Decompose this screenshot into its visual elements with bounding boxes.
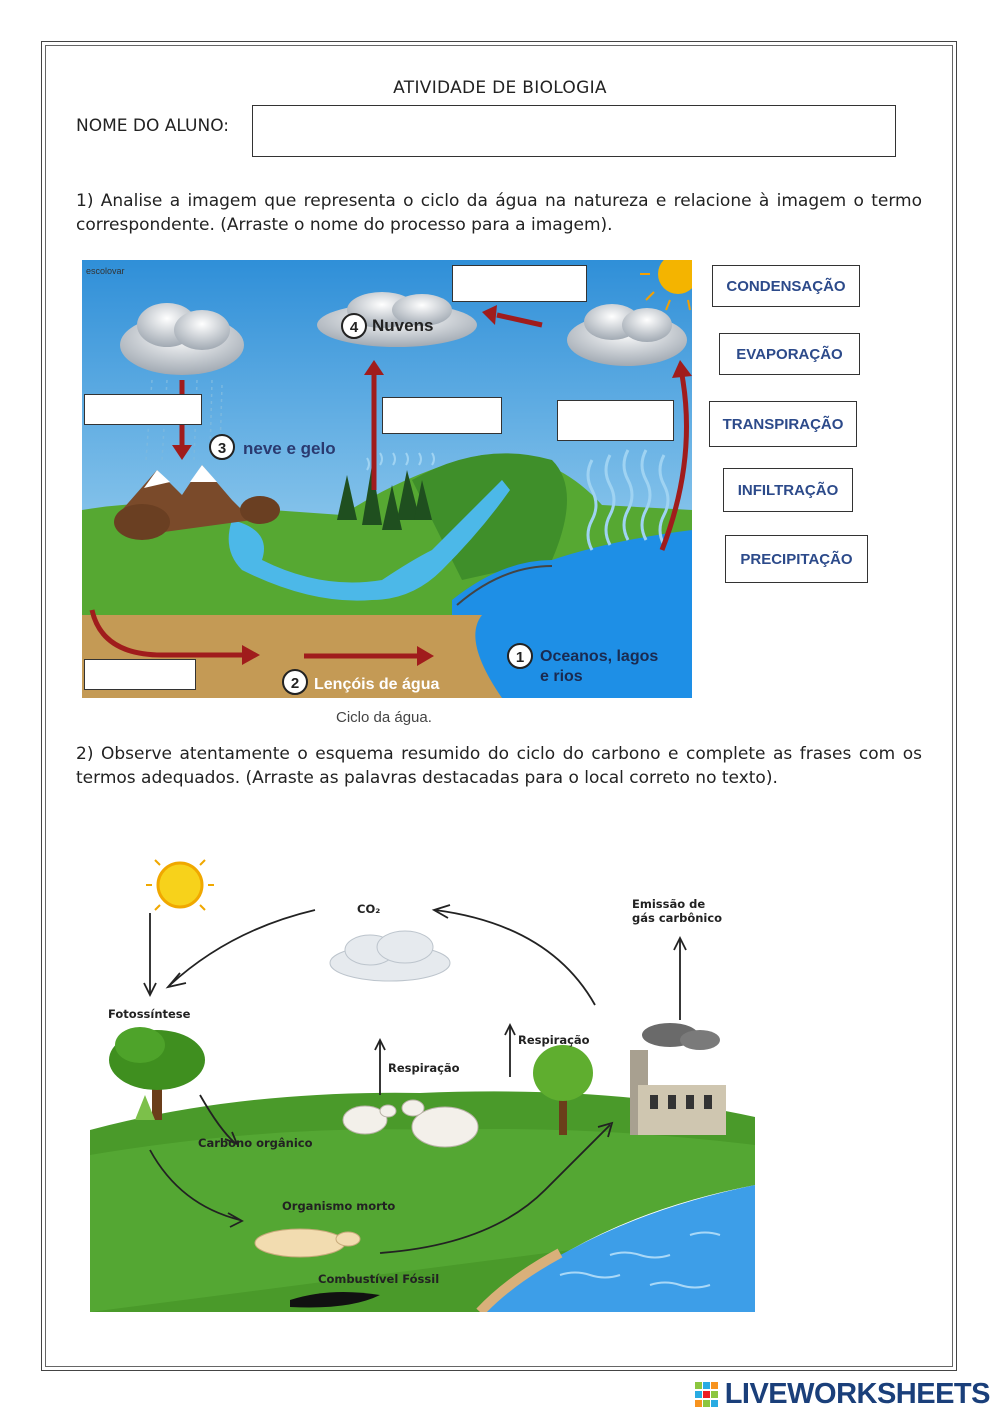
label-respiration-tree: Respiração — [518, 1033, 590, 1047]
page-title: ATIVIDADE DE BIOLOGIA — [0, 78, 1000, 98]
student-name-label: NOME DO ALUNO: — [76, 116, 229, 136]
label-lencois: Lençóis de água — [314, 676, 439, 693]
label-2-number: 2 — [291, 675, 299, 692]
liveworksheets-logo: LIVEWORKSHEETS — [695, 1378, 990, 1411]
label-organic-carbon: Carbono orgânico — [198, 1136, 313, 1150]
word-infiltracao[interactable]: INFILTRAÇÃO — [723, 468, 853, 512]
student-name-input[interactable] — [252, 105, 896, 157]
question-1-text: 1) Analise a imagem que representa o cic… — [76, 189, 922, 237]
label-3-number: 3 — [218, 440, 226, 457]
drop-box-transpiration-area[interactable] — [382, 397, 502, 434]
drop-box-precipitation-area[interactable] — [84, 394, 202, 425]
label-1-number: 1 — [516, 649, 524, 666]
label-e-rios: e rios — [540, 668, 583, 685]
label-neve-gelo: neve e gelo — [243, 439, 336, 458]
liveworksheets-brand-text: LIVEWORKSHEETS — [725, 1378, 990, 1411]
label-respiration-animals: Respiração — [388, 1061, 460, 1075]
drop-box-infiltration-area[interactable] — [84, 659, 196, 690]
drop-box-evaporation-area[interactable] — [557, 400, 674, 441]
label-emission-line1: Emissão de — [632, 897, 705, 911]
label-photosynthesis: Fotossíntese — [108, 1007, 191, 1021]
label-oceanos: Oceanos, lagos — [540, 648, 658, 665]
label-co2: CO₂ — [357, 902, 380, 916]
label-nuvens: Nuvens — [372, 316, 433, 335]
word-precipitacao[interactable]: PRECIPITAÇÃO — [725, 535, 868, 583]
label-dead-organism: Organismo morto — [282, 1199, 395, 1213]
label-fossil-fuel: Combustível Fóssil — [318, 1272, 439, 1286]
water-cycle-figure: escolovar — [82, 260, 692, 698]
label-emission-line2: gás carbônico — [632, 911, 722, 925]
drop-box-condensation-area[interactable] — [452, 265, 587, 302]
word-transpiracao[interactable]: TRANSPIRAÇÃO — [709, 401, 857, 447]
carbon-cycle-figure: CO₂ Emissão de gás carbônico Fotossíntes… — [90, 855, 760, 1312]
watermark: escolovar — [86, 266, 125, 276]
question-2-text: 2) Observe atentamente o esquema resumid… — [76, 742, 922, 790]
water-cycle-caption: Ciclo da água. — [336, 709, 432, 726]
word-condensacao[interactable]: CONDENSAÇÃO — [712, 265, 860, 307]
label-4-number: 4 — [350, 319, 359, 336]
word-evaporacao[interactable]: EVAPORAÇÃO — [719, 333, 860, 375]
liveworksheets-logo-icon — [695, 1382, 719, 1408]
